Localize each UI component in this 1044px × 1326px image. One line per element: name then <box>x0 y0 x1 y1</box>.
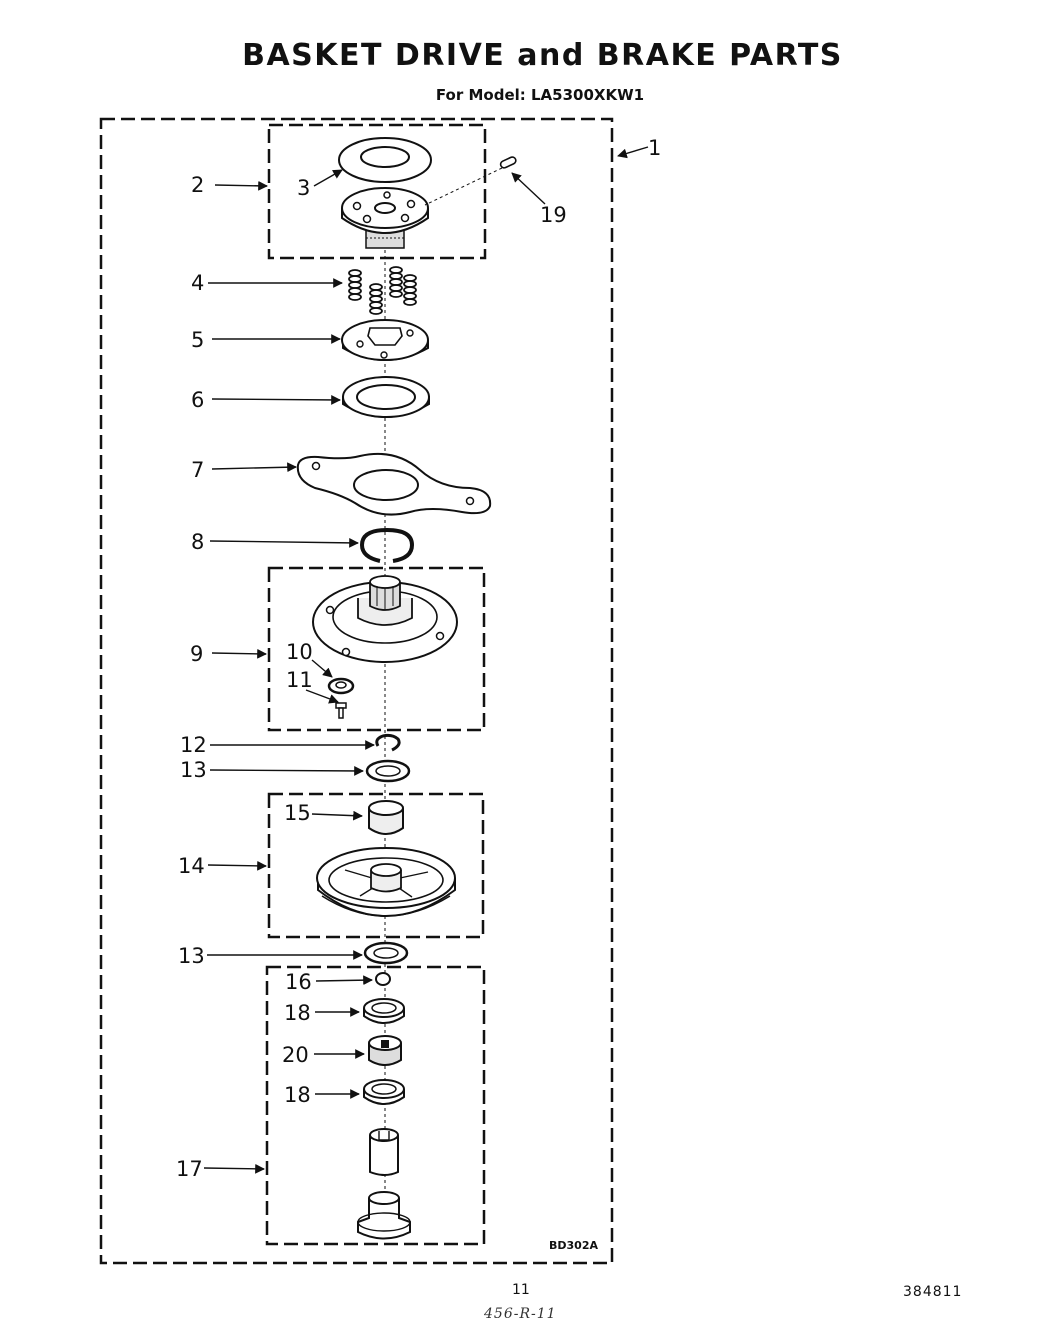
callout-7: 7 <box>191 458 204 482</box>
part-18-race-upper <box>363 998 405 1024</box>
subassembly-frame-14 <box>267 792 485 939</box>
page-title: BASKET DRIVE and BRAKE PARTS <box>242 38 843 73</box>
part-12-snap-ring <box>375 733 401 752</box>
callout-5: 5 <box>191 328 204 352</box>
subassembly-frame-17 <box>265 965 486 1246</box>
callout-17: 17 <box>176 1157 203 1181</box>
page-number: 11 <box>512 1282 530 1298</box>
part-7-stationary-plate <box>296 452 492 516</box>
part-20-roller <box>368 1035 402 1066</box>
callout-20: 20 <box>282 1043 309 1067</box>
leader-lines <box>203 146 649 1174</box>
handwritten-note: 456-R-11 <box>484 1306 557 1322</box>
part-3-washer <box>338 137 432 183</box>
callout-16: 16 <box>285 970 312 994</box>
part-11-screw <box>335 702 347 719</box>
callout-4: 4 <box>191 271 204 295</box>
part-4-springs <box>348 266 417 315</box>
part-13-washer-lower <box>363 941 409 965</box>
document-number: 384811 <box>903 1284 963 1300</box>
part-9-brake-housing <box>312 575 458 663</box>
part-16-ball <box>375 972 391 986</box>
callout-13-lower: 13 <box>178 944 205 968</box>
callout-19: 19 <box>540 203 567 227</box>
callout-2: 2 <box>191 173 204 197</box>
callout-12: 12 <box>180 733 207 757</box>
part-14-pulley <box>316 847 456 917</box>
part-15-bearing <box>368 800 404 835</box>
part-6-lining <box>342 376 430 418</box>
callout-18-upper: 18 <box>284 1001 311 1025</box>
subassembly-frame-2 <box>267 123 487 260</box>
callout-9: 9 <box>190 642 203 666</box>
callout-11: 11 <box>286 668 313 692</box>
callout-6: 6 <box>191 388 204 412</box>
callout-1: 1 <box>648 136 661 160</box>
part-10-grommet <box>327 677 355 695</box>
part-19-pin <box>424 156 517 206</box>
callout-3: 3 <box>297 176 310 200</box>
part-13-washer-upper <box>365 759 411 783</box>
callout-15: 15 <box>284 801 311 825</box>
part-17-drive-tube <box>357 1128 411 1240</box>
assembly-frame <box>99 117 614 1265</box>
subassembly-frame-9 <box>267 566 486 732</box>
callout-10: 10 <box>286 640 313 664</box>
callout-14: 14 <box>178 854 205 878</box>
part-18-race-lower <box>363 1079 405 1105</box>
part-2-brake-hub <box>341 187 429 249</box>
callout-8: 8 <box>191 530 204 554</box>
callout-13-upper: 13 <box>180 758 207 782</box>
drawing-code: BD302A <box>549 1239 598 1252</box>
model-line: For Model: LA5300XKW1 <box>435 86 645 104</box>
part-8-retaining-ring <box>359 527 415 563</box>
part-5-plate <box>341 319 429 361</box>
callout-18-lower: 18 <box>284 1083 311 1107</box>
